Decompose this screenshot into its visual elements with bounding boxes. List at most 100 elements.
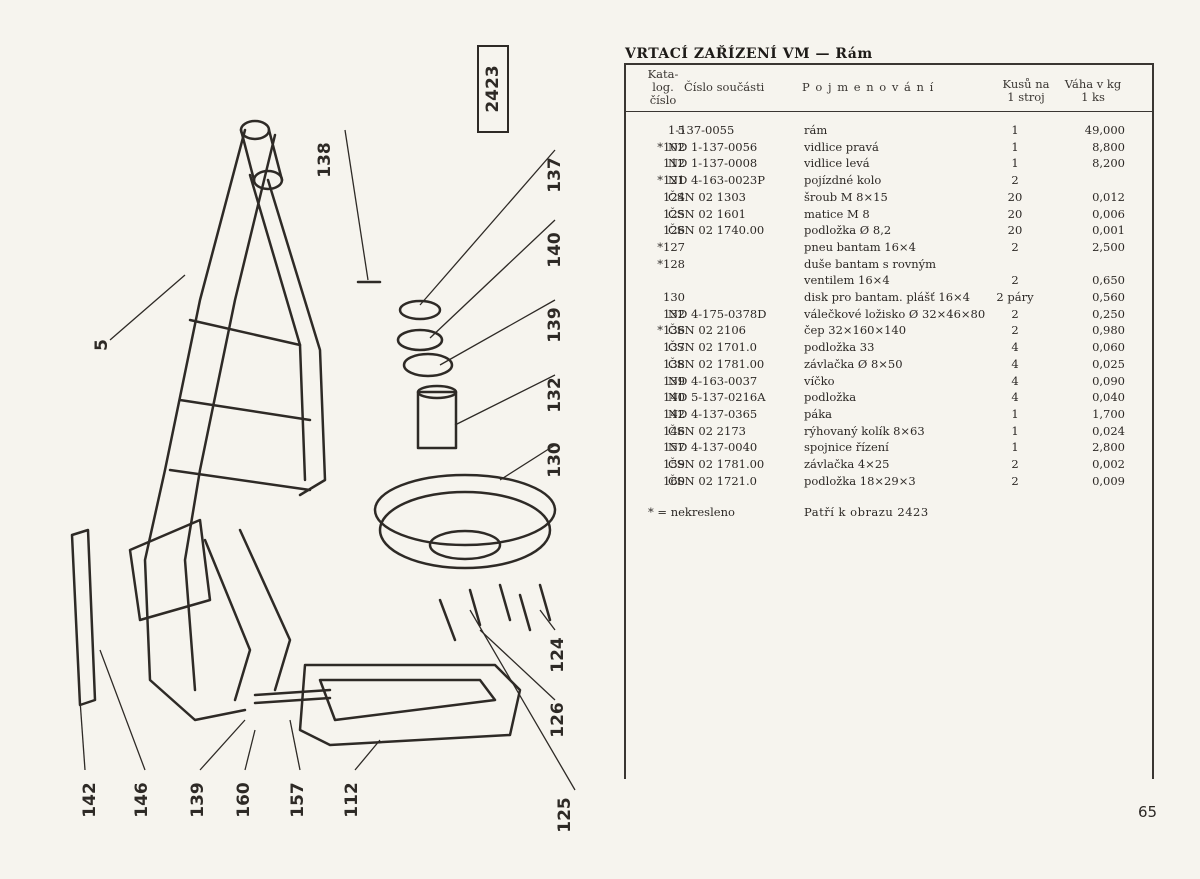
- qty-cell: 20: [1007, 189, 1023, 204]
- qty-cell: 2: [1011, 306, 1019, 321]
- weight-cell: 0,650: [1092, 273, 1125, 288]
- qty-cell: 4: [1011, 356, 1019, 371]
- weight-cell: 0,060: [1092, 340, 1125, 355]
- part-number-cell: ND 1-137-0056: [668, 139, 758, 154]
- callout-126: 126: [548, 702, 568, 738]
- weight-cell: 2,500: [1092, 239, 1125, 254]
- callout-142: 142: [80, 782, 100, 818]
- weight-cell: 8,800: [1092, 139, 1125, 154]
- name-cell: podložka: [804, 390, 857, 405]
- callout-138: 138: [315, 142, 335, 178]
- weight-cell: 8,200: [1092, 156, 1125, 171]
- callout-160: 160: [234, 782, 254, 818]
- name-cell: spojnice řízení: [804, 440, 889, 455]
- kat-cell: 125: [663, 206, 685, 221]
- kat-cell: 160: [663, 473, 685, 488]
- qty-cell: 2: [1011, 173, 1019, 188]
- name-cell: matice M 8: [804, 206, 870, 221]
- kat-cell: 5: [677, 123, 685, 137]
- qty-cell: 2 páry: [996, 290, 1034, 304]
- weight-cell: 0,025: [1092, 356, 1125, 371]
- name-cell: disk pro bantam. plášť 16×4: [804, 290, 970, 304]
- weight-cell: 0,040: [1092, 390, 1125, 405]
- part-number-cell: ND 4-163-0023P: [668, 173, 765, 188]
- weight-cell: 0,006: [1092, 206, 1125, 221]
- qty-cell: 2: [1011, 273, 1019, 288]
- header-separator: [624, 111, 1154, 112]
- kat-cell: 142: [663, 406, 685, 421]
- callout-5: 5: [92, 339, 112, 351]
- part-number-cell: ČSN 02 1740.00: [668, 223, 765, 238]
- callout-132: 132: [545, 377, 565, 413]
- qty-cell: 1: [1011, 156, 1019, 171]
- kat-cell: 159: [663, 457, 685, 471]
- name-cell: rám: [804, 123, 828, 137]
- qty-cell: 4: [1011, 373, 1019, 388]
- part-number-cell: ČSN 02 1303: [668, 189, 746, 204]
- name-cell: závlačka 4×25: [804, 457, 890, 471]
- kat-cell: 124: [663, 189, 685, 204]
- part-number-cell: 1-137-0055: [668, 123, 735, 137]
- qty-cell: 2: [1011, 457, 1019, 471]
- weight-cell: 0,250: [1092, 306, 1125, 321]
- part-number-cell: ČSN 02 2106: [668, 323, 746, 338]
- callout-157: 157: [288, 782, 308, 818]
- weight-cell: 0,560: [1092, 290, 1125, 304]
- part-number-cell: ČSN 02 2173: [668, 423, 746, 438]
- name-cell: podložka Ø 8,2: [804, 223, 892, 238]
- name-cell: rýhovaný kolík 8×63: [804, 423, 925, 438]
- callout-112: 112: [342, 782, 362, 818]
- part-number-cell: ND 4-175-0378D: [668, 306, 767, 321]
- table-row: *128 duše bantam s rovným: [600, 257, 1160, 273]
- qty-cell: 1: [1011, 139, 1019, 154]
- callout-146: 146: [132, 782, 152, 818]
- name-cell: šroub M 8×15: [804, 189, 888, 204]
- weight-cell: 0,001: [1092, 223, 1125, 238]
- name-cell: vidlice levá: [804, 156, 870, 171]
- kat-cell: 130: [663, 290, 685, 304]
- callout-137: 137: [545, 157, 565, 193]
- exploded-drawing: 2423 138 137 140 139 132 130 124 126 125…: [0, 0, 600, 875]
- parts-list-page: VRTACÍ ZAŘÍZENÍ VM — Rám Kata- log. čísl…: [600, 0, 1200, 875]
- frame-illustration: 2423 138 137 140 139 132 130 124 126 125…: [70, 45, 576, 833]
- kat-cell: 126: [663, 223, 685, 238]
- name-cell: duše bantam s rovným: [804, 256, 937, 271]
- weight-cell: 1,700: [1092, 406, 1125, 421]
- header-katalog: Kata- log. číslo: [647, 67, 679, 107]
- page-title: VRTACÍ ZAŘÍZENÍ VM — Rám: [625, 46, 873, 62]
- header-nazev: P o j m e n o v á n í: [802, 80, 935, 94]
- name-cell: pneu bantam 16×4: [804, 239, 916, 254]
- header-cislo: Číslo součásti: [684, 80, 765, 94]
- name-cell: válečkové ložisko Ø 32×46×80: [804, 306, 986, 321]
- qty-cell: 1: [1011, 423, 1019, 438]
- part-number-cell: ČSN 02 1721.0: [668, 473, 757, 488]
- weight-cell: 0,009: [1092, 473, 1125, 488]
- kat-cell: *128: [657, 256, 685, 271]
- part-number-cell: ND 4-137-0040: [668, 440, 758, 455]
- kat-cell: 157: [663, 440, 685, 455]
- weight-cell: 0,012: [1092, 189, 1125, 204]
- kat-cell: 146: [663, 423, 685, 438]
- name-cell: páka: [804, 406, 833, 421]
- callout-130: 130: [545, 442, 565, 478]
- qty-cell: 4: [1011, 340, 1019, 355]
- qty-cell: 1: [1011, 123, 1019, 137]
- note-not-drawn: * = nekresleno: [648, 505, 735, 519]
- part-number-cell: ČSN 02 1701.0: [668, 340, 757, 355]
- weight-cell: 2,800: [1092, 440, 1125, 455]
- note-figure-ref: Patří k obrazu 2423: [804, 505, 929, 519]
- table-frame-top: [624, 63, 1154, 65]
- weight-cell: 0,980: [1092, 323, 1125, 338]
